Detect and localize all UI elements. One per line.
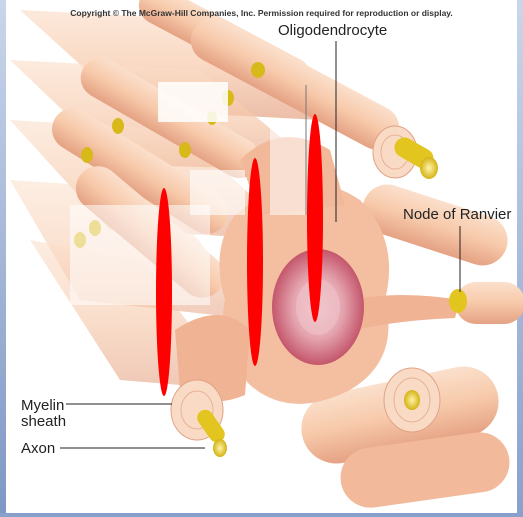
red-mark-2 — [247, 158, 263, 366]
axon-label: Axon — [21, 440, 55, 457]
myelin-sheath-label-line2: sheath — [21, 413, 66, 430]
oligodendrocyte-label: Oligodendrocyte — [278, 22, 387, 39]
node-of-ranvier-icon — [449, 289, 467, 313]
red-mark-1 — [156, 188, 172, 396]
node-of-ranvier-label: Node of Ranvier — [403, 206, 511, 223]
copyright-notice: Copyright © The McGraw-Hill Companies, I… — [0, 8, 523, 18]
myelin-sheath-label-line1: Myelin — [21, 397, 64, 414]
red-mark-3 — [307, 114, 323, 322]
